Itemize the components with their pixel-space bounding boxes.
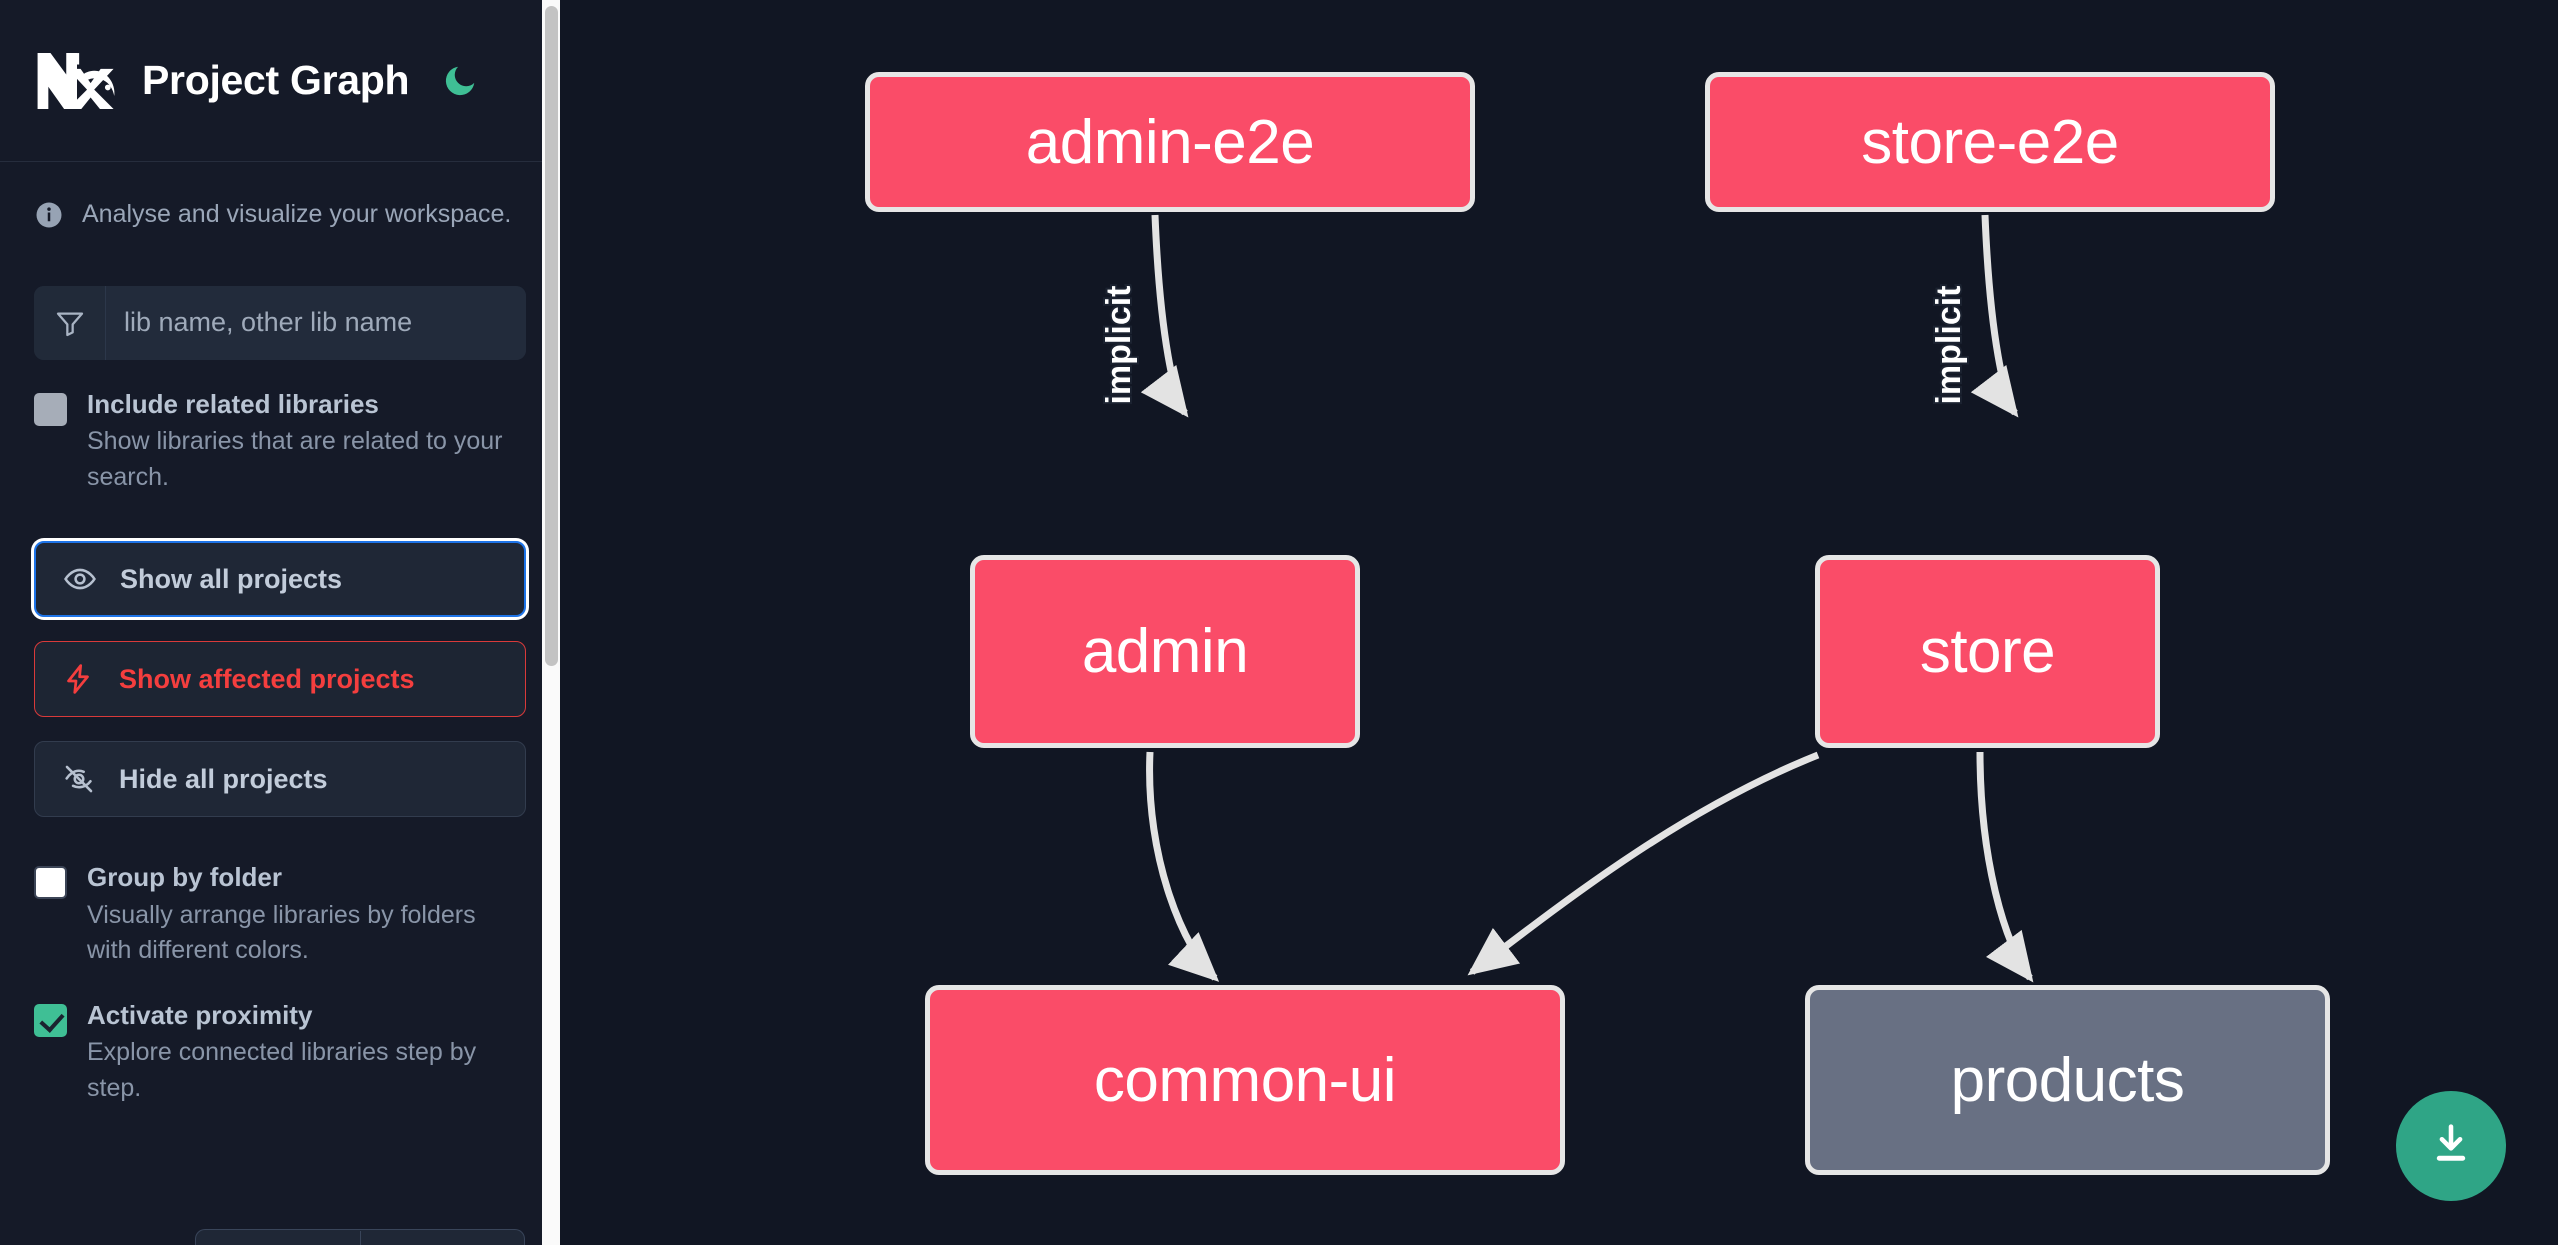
search-input[interactable]: [106, 285, 526, 360]
graph-edges: implicit implicit: [1098, 214, 2034, 983]
edge-label-implicit-admin: implicit: [1100, 285, 1138, 404]
graph-canvas[interactable]: implicit implicit admin-e2e store-e2e ad…: [560, 0, 2558, 1245]
show-all-projects-label: Show all projects: [120, 563, 343, 594]
graph-node-common-ui[interactable]: common-ui: [925, 985, 1565, 1175]
option-title: Group by folder: [87, 862, 282, 893]
hide-all-projects-label: Hide all projects: [119, 763, 328, 794]
info-text: Analyse and visualize your workspace.: [82, 200, 512, 228]
option-include-related-libraries[interactable]: Include related libraries Show libraries…: [0, 360, 560, 496]
info-banner: Analyse and visualize your workspace.: [0, 162, 560, 232]
option-texts: Include related libraries Show libraries…: [87, 388, 526, 496]
include-related-libraries-checkbox[interactable]: [34, 392, 67, 426]
option-activate-proximity[interactable]: Activate proximity Explore connected lib…: [0, 969, 560, 1107]
filter-funnel-icon: [34, 285, 106, 360]
search-bar[interactable]: [34, 285, 526, 360]
option-description: Explore connected libraries step by step…: [87, 1038, 477, 1102]
project-visibility-buttons: Show all projects Show affected projects: [34, 541, 526, 818]
eye-off-icon: [61, 761, 97, 797]
sidebar-scrollbar[interactable]: [542, 0, 560, 1245]
graph-node-store[interactable]: store: [1815, 555, 2160, 748]
eye-icon: [62, 561, 98, 597]
hide-all-projects-button[interactable]: Hide all projects: [34, 741, 526, 818]
option-description: Visually arrange libraries by folders wi…: [87, 900, 476, 965]
option-description: Show libraries that are related to your …: [87, 427, 503, 491]
info-circle-icon: [34, 200, 64, 230]
graph-node-admin-e2e[interactable]: admin-e2e: [865, 72, 1475, 212]
lightning-icon: [61, 661, 97, 697]
activate-proximity-checkbox[interactable]: [34, 1003, 67, 1037]
sidebar-scrollbar-thumb[interactable]: [545, 6, 558, 666]
graph-node-products[interactable]: products: [1805, 985, 2330, 1175]
download-icon: [2425, 1118, 2477, 1175]
sidebar-header: Project Graph: [0, 0, 560, 162]
graph-node-admin[interactable]: admin: [970, 555, 1360, 748]
show-affected-projects-button[interactable]: Show affected projects: [34, 641, 526, 718]
page-title: Project Graph: [142, 57, 410, 103]
show-affected-projects-label: Show affected projects: [119, 663, 415, 694]
proximity-stepper-group[interactable]: [195, 1229, 525, 1245]
group-by-folder-checkbox[interactable]: [34, 866, 67, 900]
show-all-projects-button[interactable]: Show all projects: [34, 541, 526, 618]
option-title: Activate proximity: [87, 999, 313, 1030]
option-title: Include related libraries: [87, 388, 379, 419]
option-texts: Activate proximity Explore connected lib…: [87, 999, 526, 1107]
download-button[interactable]: [2396, 1091, 2506, 1201]
edge-label-implicit-store: implicit: [1930, 285, 1968, 404]
moon-icon[interactable]: [437, 58, 483, 104]
option-group-by-folder[interactable]: Group by folder Visually arrange librari…: [0, 817, 560, 969]
graph-node-store-e2e[interactable]: store-e2e: [1705, 72, 2275, 212]
option-texts: Group by folder Visually arrange librari…: [87, 861, 526, 969]
sidebar: Project Graph Analyse and visualize your…: [0, 0, 560, 1245]
nx-logo-icon: [34, 50, 120, 112]
